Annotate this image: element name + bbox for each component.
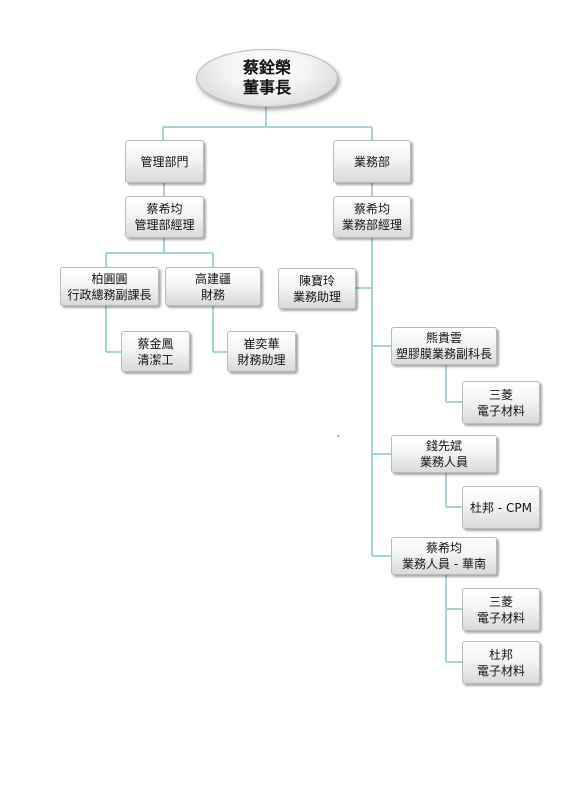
staff-title: 清潔工 [137,352,174,367]
member-name: 蔡希均 [425,541,462,555]
sales-member-node: 蔡希均 業務人員 - 華南 [391,537,497,575]
member-name: 錢先斌 [425,439,462,453]
member-title: 塑膠膜業務副科長 [395,347,492,361]
admin-staff-node: 柏圓圓 行政總務副課長 [60,267,159,306]
sales-assistant-node: 陳寶玲 業務助理 [278,268,356,309]
staff-title: 財務助理 [237,352,286,367]
staff-name: 崔奕華 [243,336,280,351]
account-type: 電子材料 [476,403,525,418]
chairman-title: 董事長 [242,78,291,97]
staff-title: 財務 [200,287,225,302]
account-name: 杜邦 - CPM [470,500,532,515]
admin-staff-node: 蔡金鳳 清潔工 [121,331,190,372]
account-node: 三菱 電子材料 [462,588,540,631]
sales-manager-node: 蔡希均 業務部經理 [333,196,411,238]
sales-dept-node: 業務部 [333,140,411,183]
account-type: 電子材料 [476,610,525,625]
member-title: 業務人員 - 華南 [402,557,486,571]
admin-staff-node: 高建疆 財務 [165,267,261,306]
account-name: 三菱 [488,387,513,402]
assistant-name: 陳寶玲 [298,273,335,288]
admin-dept-label: 管理部門 [140,154,189,169]
sales-dept-label: 業務部 [353,154,390,169]
admin-manager-title: 管理部經理 [134,218,195,232]
sales-member-node: 熊貴雲 塑膠膜業務副科長 [391,327,497,365]
account-type: 電子材料 [476,663,525,678]
account-node: 三菱 電子材料 [462,381,540,424]
staff-name: 高建疆 [194,271,231,286]
admin-dept-node: 管理部門 [125,140,204,183]
member-title: 業務人員 [419,455,468,469]
staff-name: 柏圓圓 [91,271,128,286]
sales-manager-title: 業務部經理 [341,218,402,232]
account-name: 杜邦 [488,647,513,662]
account-name: 三菱 [488,594,513,609]
sales-manager-name: 蔡希均 [353,202,390,216]
sales-member-node: 錢先斌 業務人員 [391,435,497,473]
account-node: 杜邦 電子材料 [462,641,540,684]
chairman-node: 蔡銓榮 董事長 [196,49,338,107]
assistant-title: 業務助理 [292,289,341,304]
admin-staff-node: 崔奕華 財務助理 [227,331,296,372]
chairman-name: 蔡銓榮 [242,58,291,77]
account-node: 杜邦 - CPM [462,486,540,529]
staff-title: 行政總務副課長 [67,287,152,302]
admin-manager-name: 蔡希均 [146,202,183,216]
admin-manager-node: 蔡希均 管理部經理 [125,196,204,238]
staff-name: 蔡金鳳 [137,336,174,351]
member-name: 熊貴雲 [425,331,462,345]
stray-mark [337,435,339,437]
